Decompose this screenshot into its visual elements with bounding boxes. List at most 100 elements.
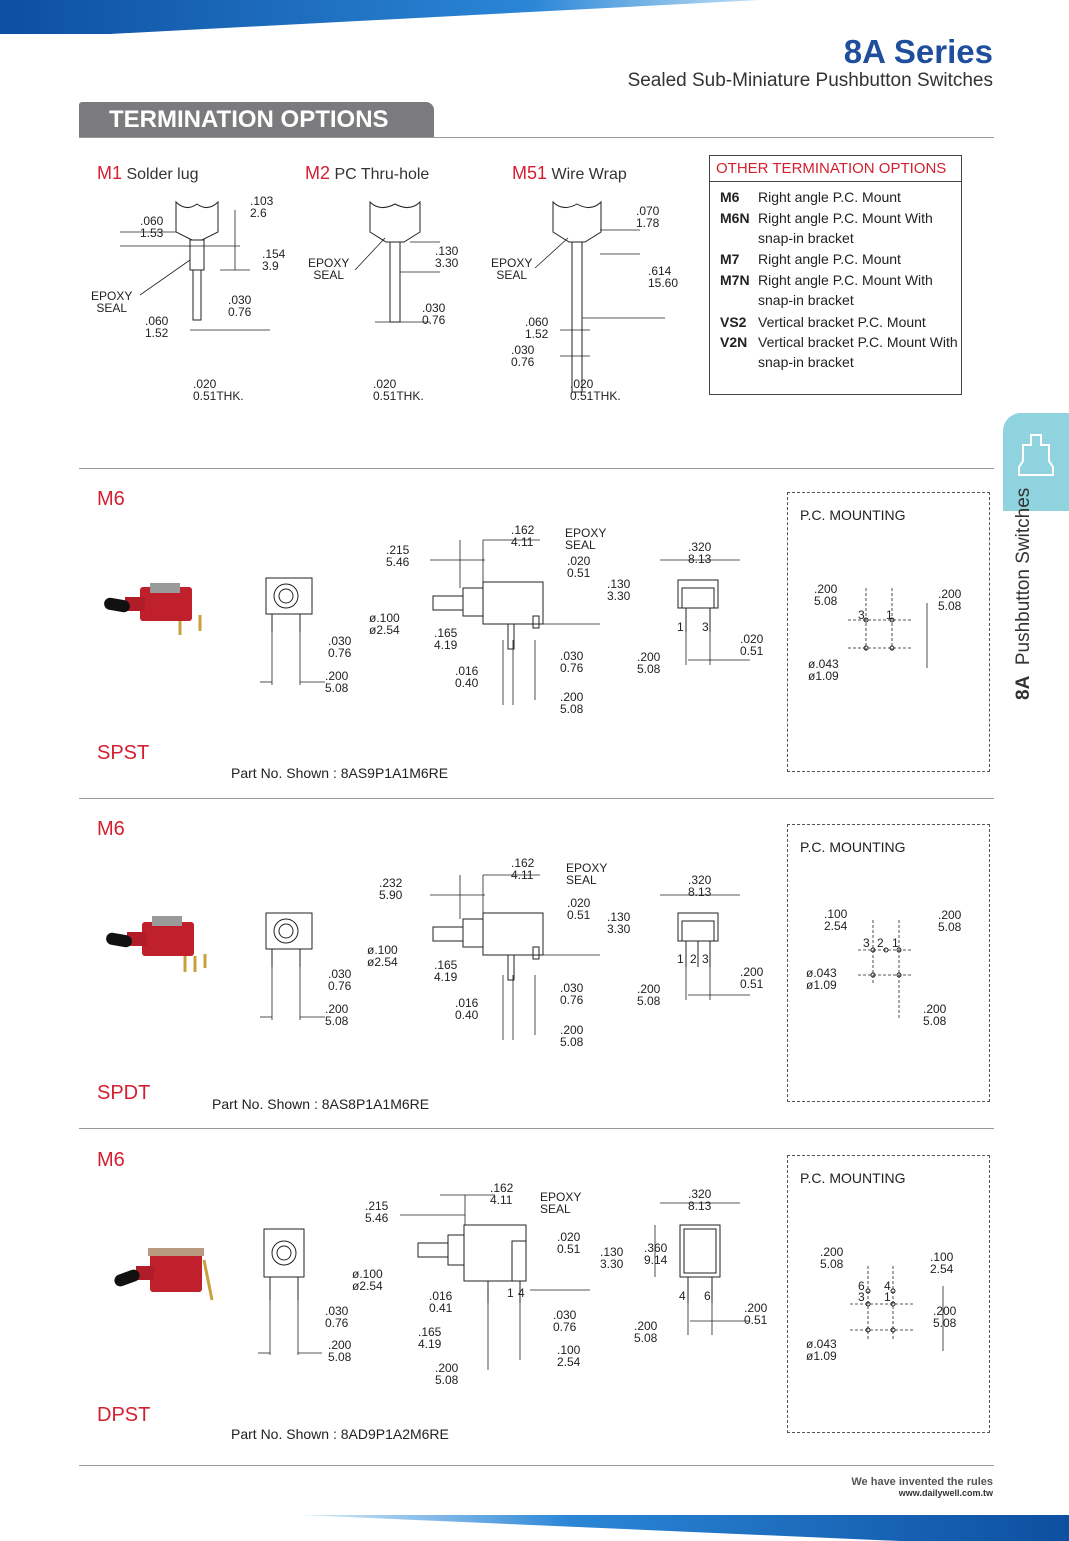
part-number: Part No. Shown : 8AD9P1A2M6RE: [231, 1426, 449, 1442]
m6-dpst-drawing: [258, 1194, 750, 1370]
pin-label: 1: [677, 952, 684, 966]
section-type: SPST: [97, 742, 150, 764]
pin-label: 4: [679, 1289, 686, 1303]
section-code: M6: [97, 818, 125, 840]
pc-mounting-label: P.C. MOUNTING: [800, 1170, 906, 1186]
pc-mounting-label: P.C. MOUNTING: [800, 507, 906, 523]
footer-url[interactable]: www.dailywell.com.tw: [898, 1488, 993, 1498]
bottom-decorative-band: [300, 1515, 1069, 1541]
section-type: SPDT: [97, 1082, 151, 1104]
m6-spst-drawing: [260, 539, 750, 705]
other-options-title: OTHER TERMINATION OPTIONS: [710, 156, 961, 182]
divider: [79, 468, 994, 469]
pin-label: 2: [690, 952, 697, 966]
pc-hole-pattern: [848, 588, 928, 668]
switch-photo: [106, 916, 207, 972]
divider: [79, 137, 994, 138]
divider: [79, 1465, 994, 1466]
m6-spdt-drawing: [260, 874, 750, 1040]
series-title: 8A Series: [843, 33, 993, 70]
pin-label: 6: [858, 1279, 865, 1293]
footer-slogan: We have invented the rules: [851, 1476, 993, 1488]
section-type: DPST: [97, 1404, 151, 1426]
term-name: Solder lug: [126, 166, 199, 183]
term-m1-title: M1 Solder lug: [97, 163, 199, 184]
section-header-termination: TERMINATION OPTIONS: [79, 102, 434, 138]
section-code: M6: [97, 488, 125, 510]
pin-label: 4: [518, 1286, 525, 1300]
part-number: Part No. Shown : 8AS8P1A1M6RE: [212, 1096, 430, 1112]
termination-drawings: [120, 200, 665, 393]
pin-label: 6: [704, 1289, 711, 1303]
term-name: PC Thru-hole: [334, 166, 430, 183]
pin-label: 3: [702, 952, 709, 966]
divider: [79, 798, 994, 799]
pin-label: 1: [677, 620, 684, 634]
pin-label: 1: [892, 936, 899, 950]
pin-label: 3: [858, 608, 865, 622]
pc-mounting-label: P.C. MOUNTING: [800, 839, 906, 855]
term-m2-title: M2 PC Thru-hole: [305, 163, 429, 184]
section-code: M6: [97, 1149, 125, 1171]
term-code: M1: [97, 163, 123, 183]
pin-label: 3: [702, 620, 709, 634]
pin-label: 3: [858, 1290, 865, 1304]
pc-hole-pattern: [858, 920, 913, 1020]
pin-label: 1: [886, 608, 893, 622]
pin-label: 2: [877, 936, 884, 950]
switch-icon: [1018, 434, 1054, 476]
pc-hole-pattern: [850, 1266, 944, 1351]
